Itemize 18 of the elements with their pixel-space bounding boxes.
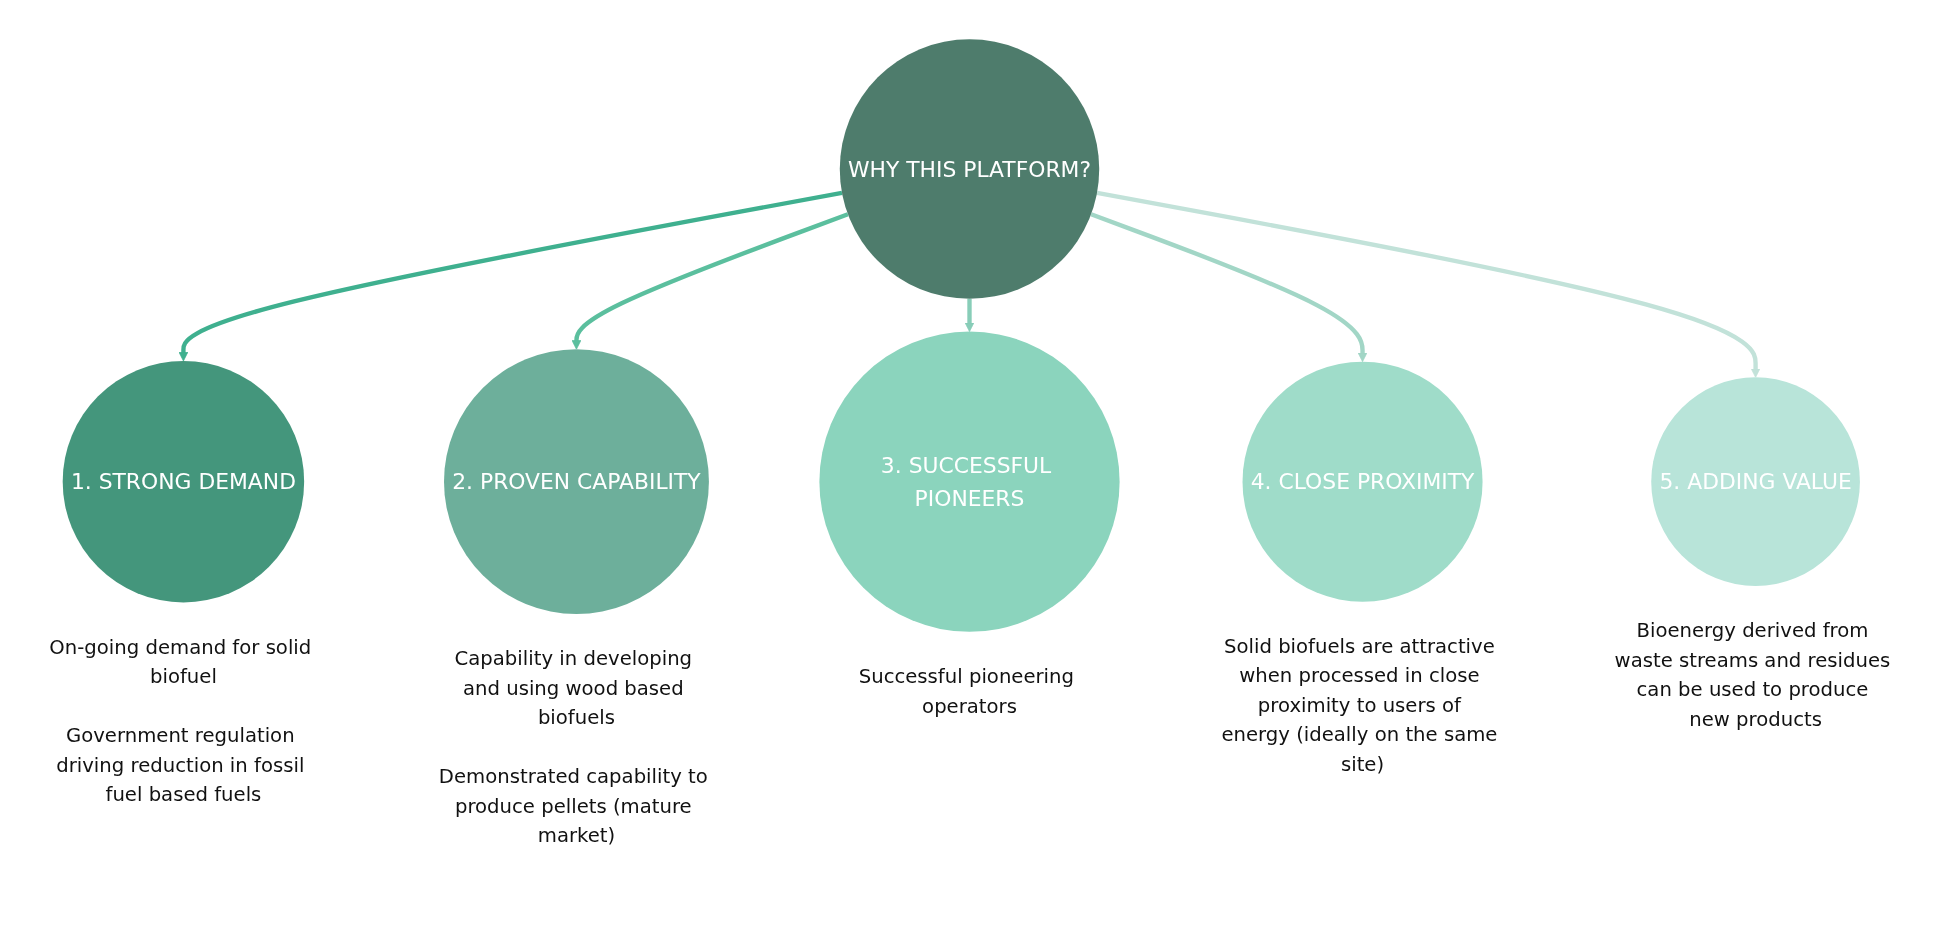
node-circle: WHY THIS PLATFORM?: [839, 39, 1100, 299]
arrow: [1090, 212, 1368, 363]
node-circle: 4. CLOSE PROXIMITY: [1242, 361, 1483, 602]
node-circle: 2. PROVEN CAPABILITY: [444, 349, 709, 615]
node-label: Bioenergy derived from waste streams and residues can be used to produce new products: [1614, 618, 1891, 731]
node-circle: 1. STRONG DEMAND: [62, 360, 305, 603]
arrow: [1096, 190, 1761, 378]
arrow: [571, 212, 849, 350]
node-label: Capability in developing and using wood based biofuels: [454, 646, 693, 729]
node-label: Solid biofuels are attractive when processed in close proximity to users of energy (ideally on the same site): [1221, 634, 1498, 776]
node-label: Demonstrated capability to produce pellets (mature market): [438, 764, 708, 847]
node-label: On-going demand for solid biofuel: [49, 635, 312, 688]
node-label: Successful pioneering operators: [858, 664, 1074, 717]
node-label: Government regulation driving reduction in fossil fuel based fuels: [56, 723, 305, 806]
node-circle: 3. SUCCESSFUL PIONEERS: [819, 331, 1120, 632]
arrow: [178, 190, 843, 362]
arrow: [964, 298, 975, 332]
node-circle: 5. ADDING VALUE: [1651, 377, 1860, 586]
